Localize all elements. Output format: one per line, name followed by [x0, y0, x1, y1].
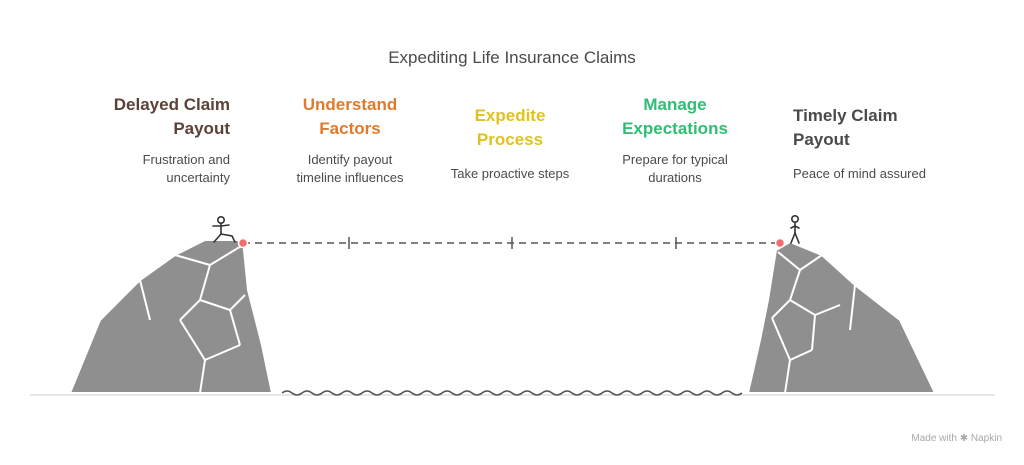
diagram-title: Expediting Life Insurance Claims — [388, 48, 636, 67]
end-marker — [774, 237, 786, 249]
frustrated-person-icon — [212, 216, 236, 243]
made-with-napkin-watermark: Made with ✱ Napkin — [911, 433, 1002, 444]
right-cliff-rock — [746, 240, 937, 394]
left-cliff-rock — [68, 239, 274, 394]
stage-3-description: Take proactive steps — [450, 166, 570, 181]
water-wave — [281, 390, 743, 396]
stage-5-description: Peace of mind assured — [793, 166, 926, 181]
content-person-icon — [790, 215, 800, 244]
start-marker — [237, 237, 249, 249]
